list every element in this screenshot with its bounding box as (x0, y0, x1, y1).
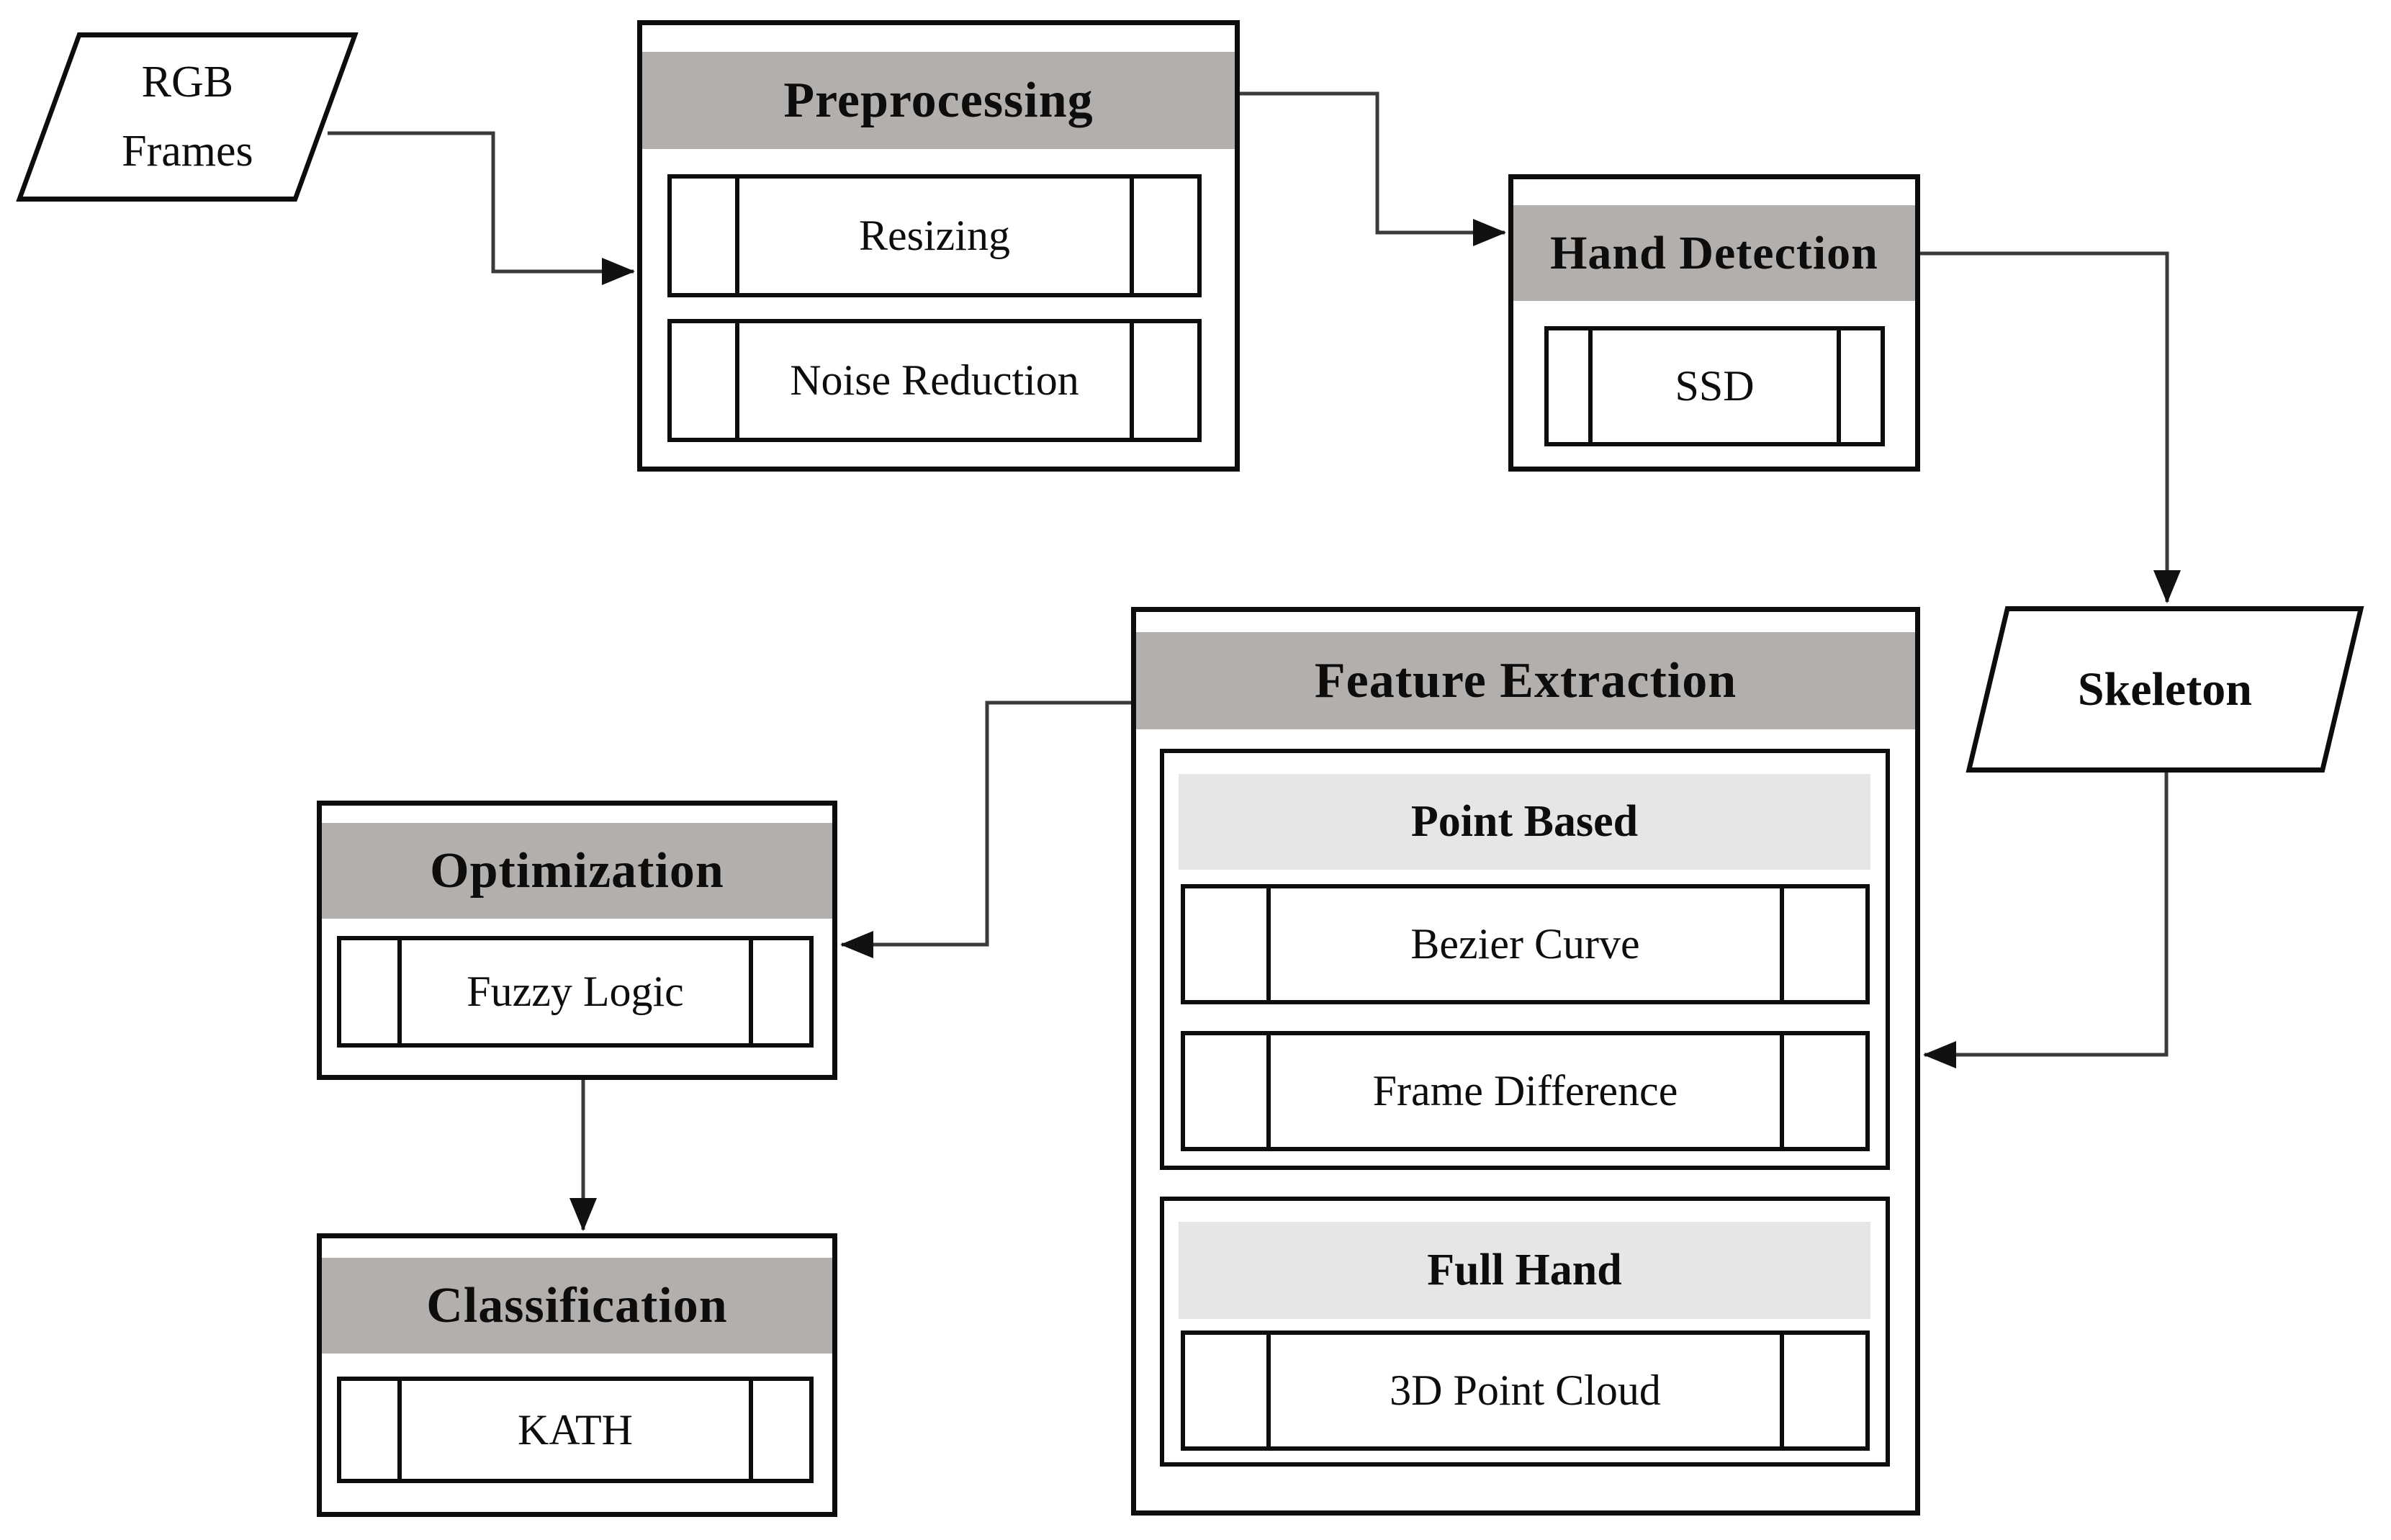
full-hand-title: Full Hand (1427, 1246, 1622, 1294)
hand-detection-module: Hand Detection SSD (1508, 174, 1920, 472)
connector-preprocessing-to-hand-detection (1240, 91, 1506, 246)
skeleton-label: Skeleton (2077, 662, 2253, 716)
feature-extraction-title: Feature Extraction (1314, 652, 1737, 708)
point-based-title: Point Based (1410, 797, 1639, 846)
step-resizing-label: Resizing (859, 212, 1010, 259)
optimization-title: Optimization (430, 842, 724, 899)
connector-hand-detection-to-skeleton (1920, 251, 2181, 603)
step-bezier-curve: Bezier Curve (1181, 884, 1870, 1004)
step-frame-difference-label: Frame Difference (1372, 1067, 1678, 1115)
preprocessing-module: Preprocessing Resizing Noise Reduction (637, 20, 1240, 472)
classification-module: Classification KATH (317, 1233, 837, 1517)
step-3d-point-cloud-label: 3D Point Cloud (1390, 1366, 1661, 1414)
step-noise-reduction: Noise Reduction (667, 319, 1202, 442)
step-fuzzy-logic: Fuzzy Logic (337, 936, 814, 1048)
classification-title: Classification (426, 1277, 728, 1333)
connector-skeleton-to-feature-extraction (1923, 773, 2169, 1068)
feature-extraction-module: Feature Extraction Point Based Bezier Cu… (1131, 607, 1920, 1516)
full-hand-header: Full Hand (1179, 1222, 1870, 1319)
step-noise-reduction-label: Noise Reduction (790, 356, 1079, 404)
step-kath: KATH (337, 1377, 814, 1483)
point-based-header: Point Based (1179, 774, 1870, 870)
step-3d-point-cloud: 3D Point Cloud (1181, 1330, 1870, 1451)
skeleton-node: Skeleton (1966, 606, 2364, 773)
feature-extraction-header: Feature Extraction (1136, 632, 1915, 729)
classification-header: Classification (322, 1258, 832, 1354)
hand-detection-title: Hand Detection (1550, 226, 1878, 279)
step-kath-label: KATH (518, 1405, 633, 1454)
connector-feature-extraction-to-optimization (840, 701, 1131, 958)
step-bezier-curve-label: Bezier Curve (1410, 920, 1640, 968)
rgb-frames-line2: Frames (121, 127, 253, 176)
preprocessing-title: Preprocessing (783, 72, 1094, 128)
hand-detection-header: Hand Detection (1513, 205, 1915, 301)
step-resizing: Resizing (667, 174, 1202, 297)
step-frame-difference: Frame Difference (1181, 1031, 1870, 1151)
optimization-header: Optimization (322, 823, 832, 919)
rgb-frames-line1: RGB (141, 58, 233, 107)
preprocessing-header: Preprocessing (642, 52, 1235, 149)
connector-rgb-to-preprocessing (328, 131, 635, 285)
optimization-module: Optimization Fuzzy Logic (317, 801, 837, 1080)
rgb-frames-node: RGB Frames (16, 32, 359, 202)
step-ssd: SSD (1544, 326, 1885, 446)
step-ssd-label: SSD (1675, 362, 1755, 410)
rgb-frames-label: RGB Frames (122, 48, 253, 186)
full-hand-group: Full Hand 3D Point Cloud (1160, 1197, 1890, 1467)
point-based-group: Point Based Bezier Curve Frame Differenc… (1160, 749, 1890, 1170)
step-fuzzy-logic-label: Fuzzy Logic (467, 968, 684, 1015)
